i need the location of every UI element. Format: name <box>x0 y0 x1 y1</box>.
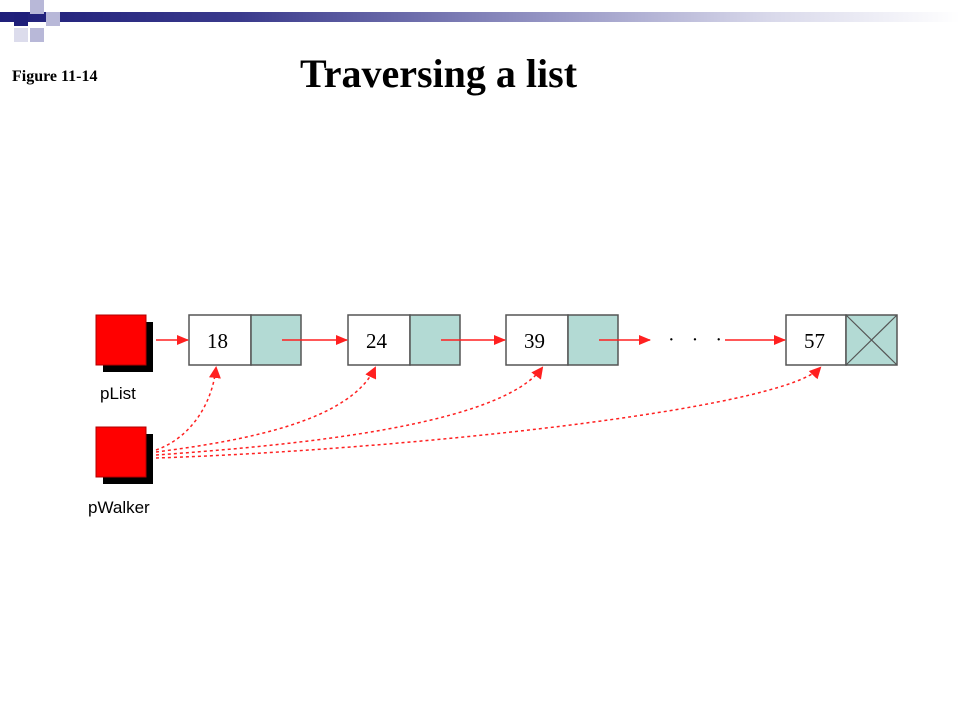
node-data-cell <box>785 314 847 366</box>
walker-arrow <box>155 366 822 459</box>
list-ellipsis: · · · <box>668 329 728 351</box>
node-data-cell <box>347 314 411 366</box>
deco-square <box>14 12 28 26</box>
header-decoration-bar <box>0 12 960 22</box>
plist-pointer <box>95 314 153 372</box>
null-cross-line <box>845 314 898 366</box>
deco-square <box>46 12 60 26</box>
deco-square <box>30 28 44 42</box>
slide-title: Traversing a list <box>300 51 578 96</box>
pwalker-label: pWalker <box>88 498 150 517</box>
plist-label: pList <box>100 384 136 403</box>
walker-arrow <box>155 366 544 456</box>
walker-arrow <box>155 366 221 451</box>
header-decoration-squares <box>0 0 80 60</box>
node-value: 57 <box>804 329 825 353</box>
deco-square <box>14 28 28 42</box>
pwalker-pointer <box>95 426 153 484</box>
node-value: 18 <box>207 329 228 353</box>
node-value: 39 <box>524 329 545 353</box>
node-data-cell <box>505 314 569 366</box>
pwalker-pointer-box <box>95 426 147 478</box>
list-node-last: 57 <box>785 314 898 366</box>
figure-label: Figure 11-14 <box>12 68 98 85</box>
deco-square <box>30 0 44 14</box>
node-value: 24 <box>366 329 388 353</box>
plist-pointer-box <box>95 314 147 366</box>
walker-arrow <box>155 366 377 453</box>
